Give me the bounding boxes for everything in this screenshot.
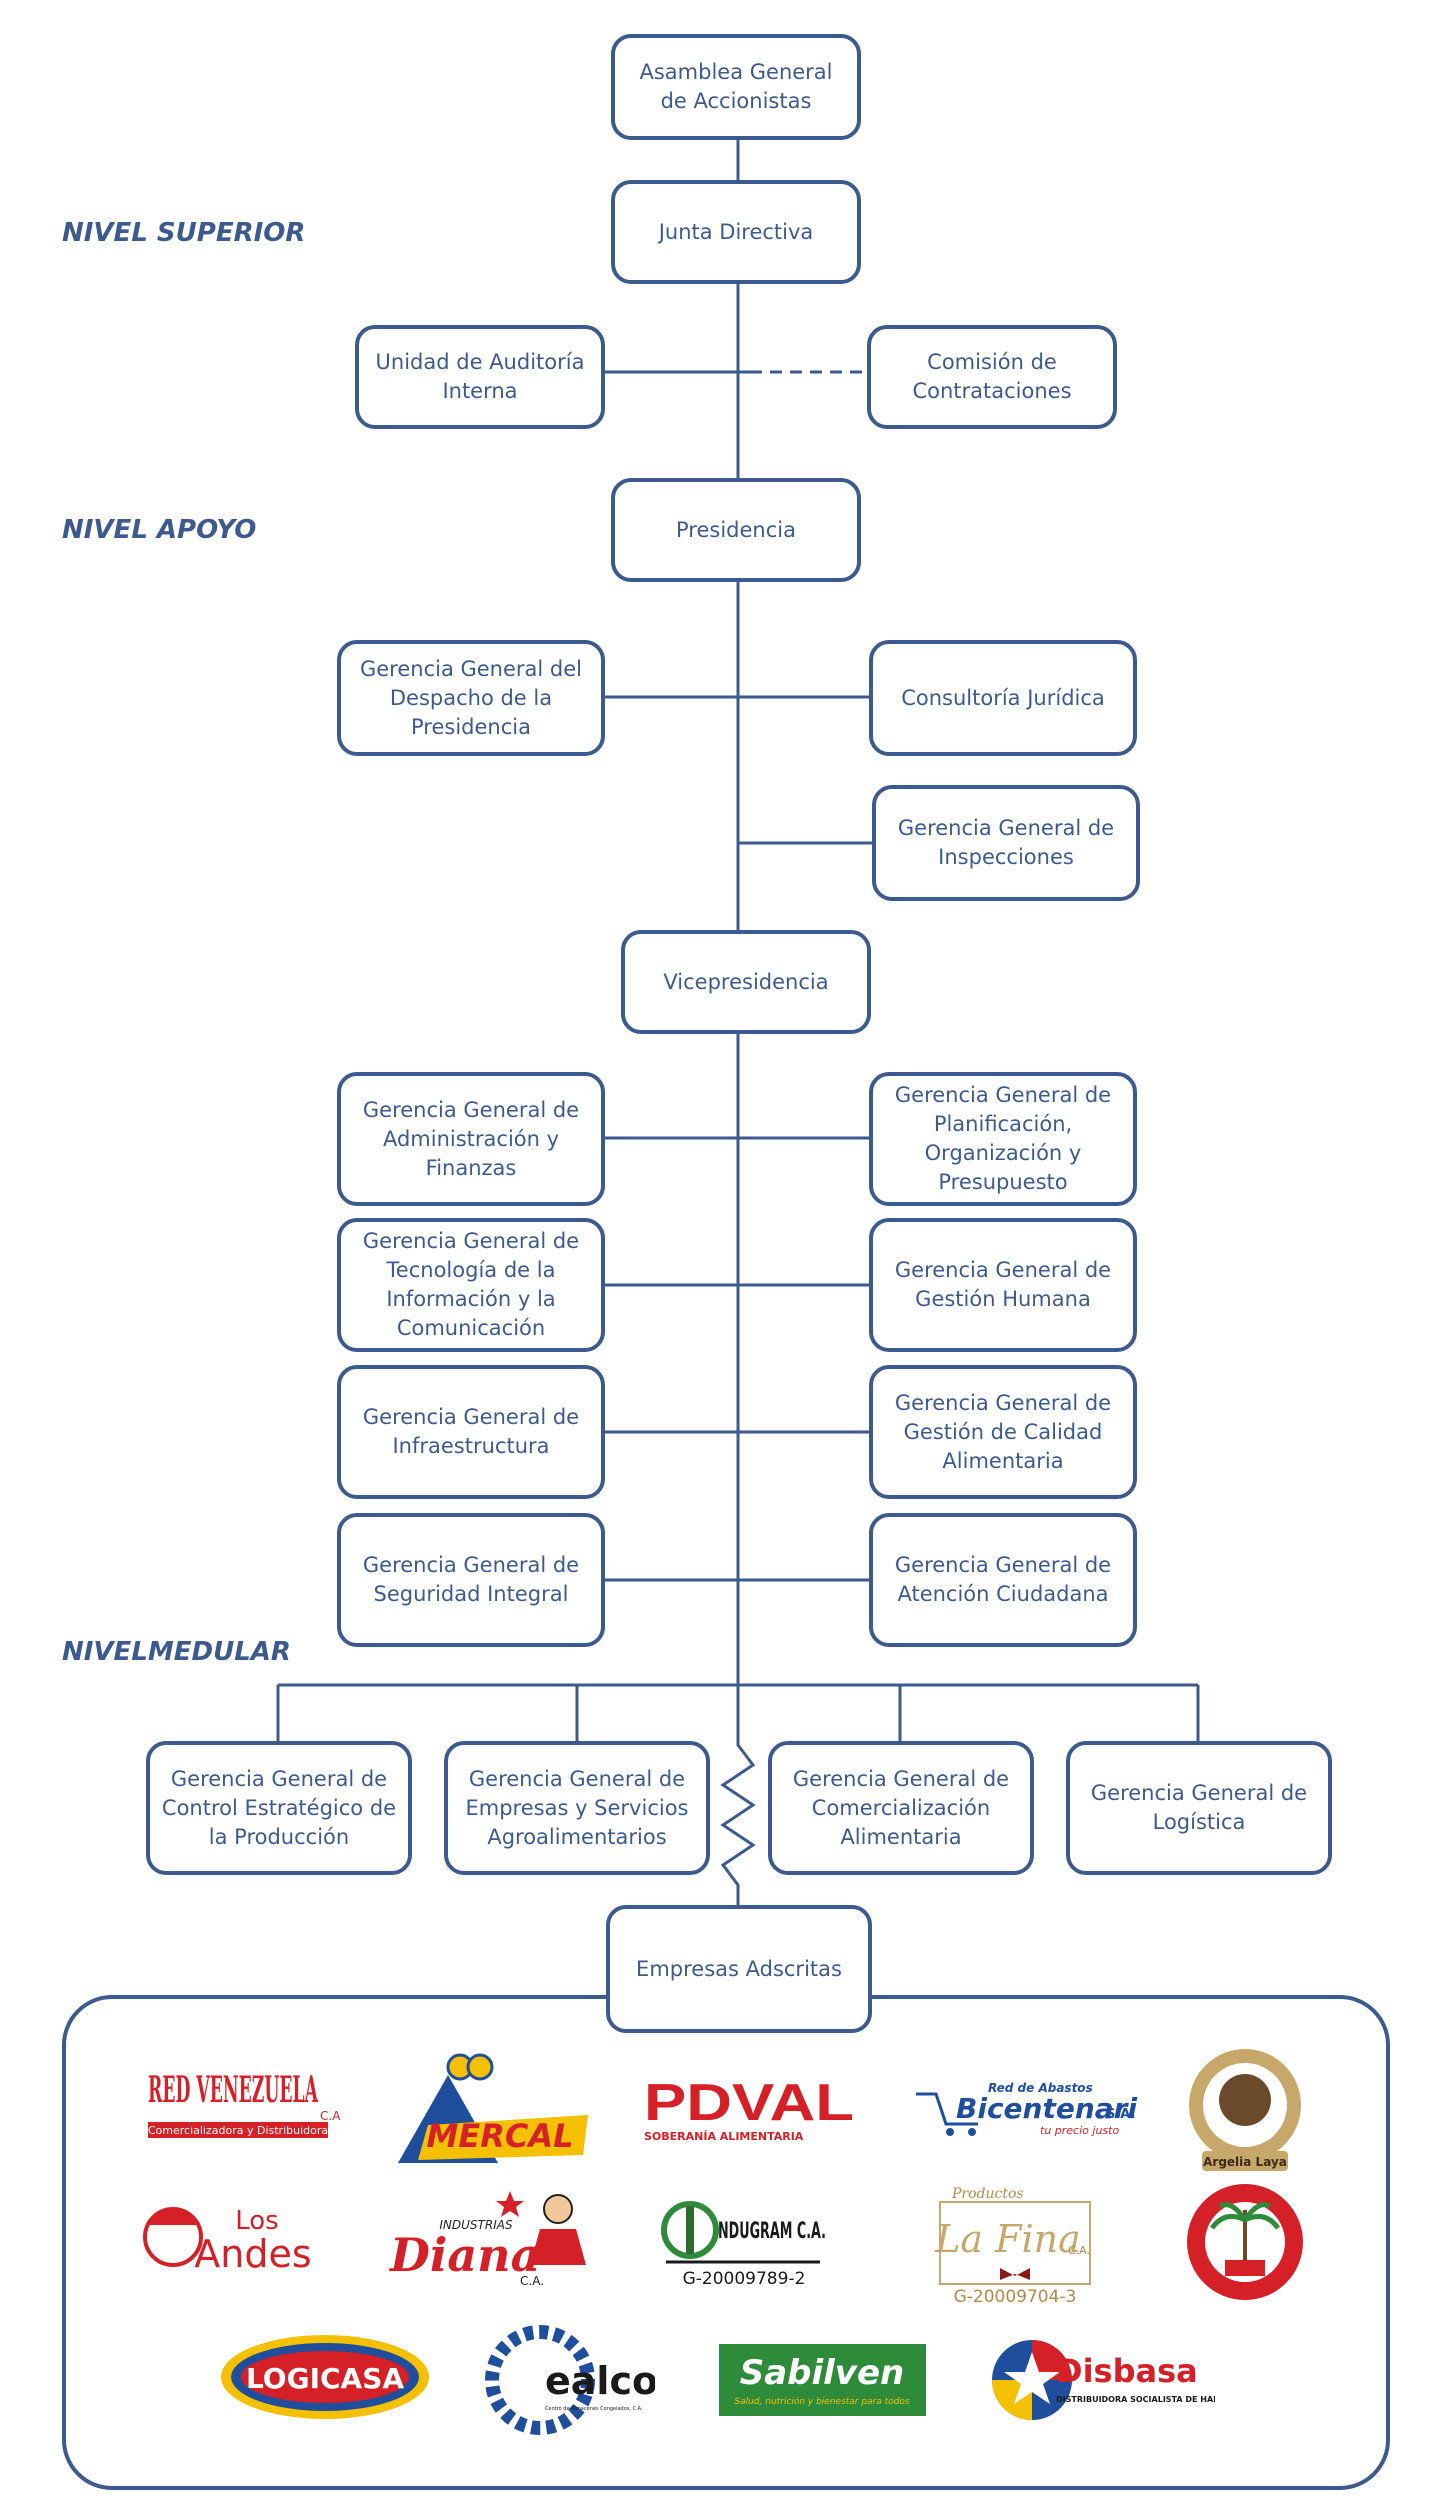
los-andes-logo: Los Andes [135,2195,345,2280]
sabilven-logo: Sabilven Salud, nutrición y bienestar pa… [715,2340,930,2420]
palmeras-diana-logo [1180,2180,1310,2305]
node-presidencia: Presidencia [611,478,861,582]
node-infraestructura: Gerencia General de Infraestructura [337,1365,605,1499]
node-administracion: Gerencia General de Administración y Fin… [337,1072,605,1206]
mercal-name: MERCAL [427,2117,574,2155]
node-planificacion: Gerencia General de Planificación, Organ… [869,1072,1137,1206]
cealco-logo: ealco Centro de Almacenes Congelados, C.… [485,2318,655,2443]
red-venezuela-logo: RED VENEZUELA C.A Comercializadora y Dis… [130,2060,350,2155]
node-comercializacion: Gerencia General de Comercialización Ali… [768,1741,1034,1875]
node-asamblea: Asamblea General de Accionistas [611,34,861,140]
node-despacho: Gerencia General del Despacho de la Pres… [337,640,605,756]
node-comision: Comisión de Contrataciones [867,325,1117,429]
bicentenario-suffix: S.A. [1106,2107,1136,2122]
bicentenario-pre: Red de Abastos [988,2081,1093,2095]
bicentenario-name: Bicentenario [956,2092,1138,2125]
indugram-code: G-20009789-2 [683,2269,806,2289]
node-tecnologia: Gerencia General de Tecnología de la Inf… [337,1218,605,1352]
node-atencion: Gerencia General de Atención Ciudadana [869,1513,1137,1647]
node-vicepresidencia: Vicepresidencia [621,930,871,1034]
pdval-name: PDVAL [644,2074,854,2132]
red-venezuela-tagline: Comercializadora y Distribuidora [148,2124,328,2137]
diana-name: Diana [388,2228,540,2282]
node-control-estrategico: Gerencia General de Control Estratégico … [146,1741,412,1875]
node-consultoria: Consultoría Jurídica [869,640,1137,756]
cealco-name: ealco [545,2359,655,2403]
sabilven-tagline: Salud, nutrición y bienestar para todos [734,2396,910,2407]
bicentenario-logo: Red de Abastos Bicentenario S.A. tu prec… [908,2072,1138,2152]
red-venezuela-name: RED VENEZUELA [148,2069,319,2111]
bicentenario-tagline: tu precio justo [1040,2124,1119,2137]
pdval-tagline: SOBERANÍA ALIMENTARIA [644,2130,804,2143]
red-venezuela-suffix: C.A [320,2109,341,2123]
logicasa-name: LOGICASA [246,2362,404,2395]
los-andes-name2: Andes [194,2232,311,2276]
level-medular-label: NIVELMEDULAR [62,1637,291,1667]
la-fina-name: La Fina [934,2217,1081,2261]
diana-suffix: C.A. [520,2274,544,2288]
disbasa-tagline: DISTRIBUIDORA SOCIALISTA DE HARINAS [1056,2395,1215,2404]
indugram-logo: NDUGRAM C.A. G-20009789-2 [660,2190,830,2300]
level-superior-label: NIVEL SUPERIOR [62,218,306,248]
la-fina-code: G-20009704-3 [954,2287,1077,2307]
node-auditoria: Unidad de Auditoría Interna [355,325,605,429]
la-fina-logo: Productos La Fina C.A. G-20009704-3 [930,2180,1100,2310]
la-fina-pre: Productos [951,2186,1024,2202]
node-seguridad: Gerencia General de Seguridad Integral [337,1513,605,1647]
node-inspecciones: Gerencia General de Inspecciones [872,785,1140,901]
node-gestion-humana: Gerencia General de Gestión Humana [869,1218,1137,1352]
node-calidad: Gerencia General de Gestión de Calidad A… [869,1365,1137,1499]
sabilven-name: Sabilven [740,2353,905,2393]
indugram-name: NDUGRAM C.A. [718,2219,826,2244]
la-fina-suffix: C.A. [1068,2244,1090,2257]
argelia-laya-logo: Argelia Laya [1180,2045,1310,2175]
pdval-logo: PDVAL SOBERANÍA ALIMENTARIA [640,2072,860,2152]
node-empresas-servicios: Gerencia General de Empresas y Servicios… [444,1741,710,1875]
node-empresas-adscritas: Empresas Adscritas [606,1905,872,2033]
node-logistica: Gerencia General de Logística [1066,1741,1332,1875]
cealco-tagline: Centro de Almacenes Congelados, C.A. [545,2406,643,2412]
los-andes-name1: Los [235,2206,278,2236]
disbasa-logo: Disbasa DISTRIBUIDORA SOCIALISTA DE HARI… [990,2330,1215,2430]
mercal-logo: MERCAL [388,2045,598,2170]
diana-pre: INDUSTRIAS [439,2218,513,2232]
diana-logo: INDUSTRIAS Diana C.A. [380,2185,605,2295]
logicasa-logo: LOGICASA [218,2330,433,2425]
node-junta-directiva: Junta Directiva [611,180,861,284]
disbasa-name: Disbasa [1056,2352,1198,2390]
argelia-name: Argelia Laya [1203,2155,1287,2169]
level-apoyo-label: NIVEL APOYO [62,515,257,545]
